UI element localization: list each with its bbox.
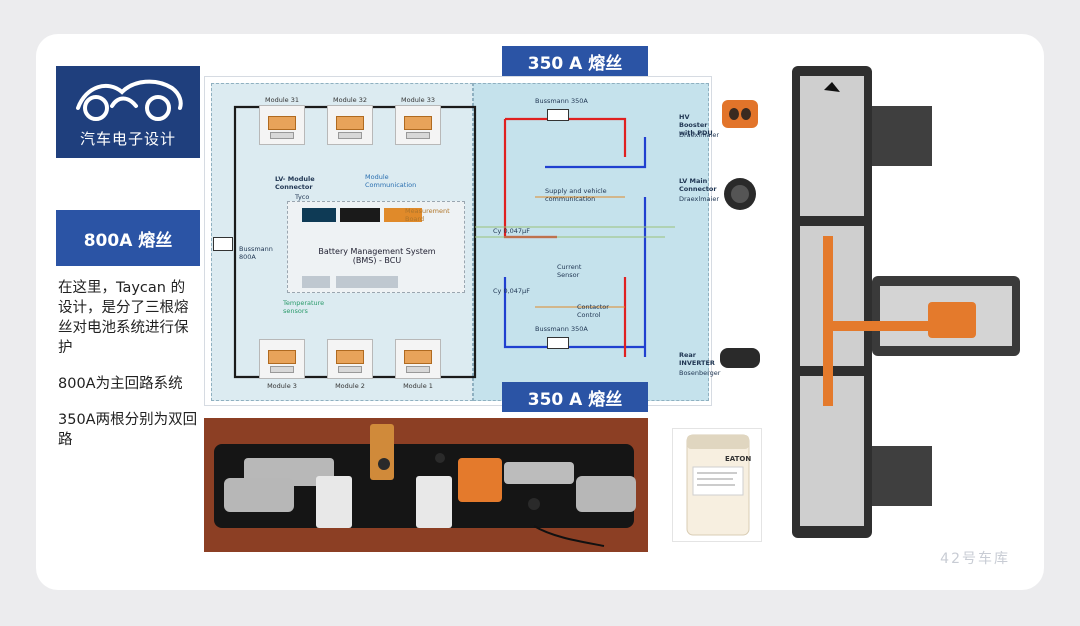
capacitor-2-label: Cy 0,047µF [493,287,530,295]
explanation-paragraph-2: 800A为主回路系统 [58,376,183,392]
fuse-350-bottom-label: 350 A 熔丝 [502,382,648,412]
fuse-350-top-label: 350 A 熔丝 [502,46,648,76]
module-top-3: Module 33 [395,96,441,145]
eaton-fuse-photo: EATON [672,428,762,542]
rear-inverter-sub: Bosenberger [679,369,721,377]
battery-system-diagram: Module 31 Module 32 Module 33 Module 3 M… [204,76,721,406]
lv-main-sub: Draexlmaier [679,195,719,203]
module-top-1: Module 31 [259,96,305,145]
bms-box [287,201,465,293]
bms-title: Battery Management System (BMS) - BCU [318,247,436,265]
busbar-photo [204,418,648,552]
contactor-control-label: Contactor Control [577,303,609,319]
rear-inverter-label: Rear INVERTER [679,351,715,367]
inverter-connector-icon [720,348,760,368]
hv-booster-label: HV Booster with PDU [679,113,713,137]
fuse-brand: EATON [725,455,752,463]
module-top-2: Module 32 [327,96,373,145]
capacitor-1-label: Cy 0,047µF [493,227,530,235]
explanation-paragraph-3: 350A两根分别为双回路 [58,412,198,448]
fuse-800-symbol [213,237,233,251]
module-bottom-2: Module 2 [327,339,373,390]
busmann-bottom-label: Bussmann 350A [535,325,588,333]
fuse-350-bottom-symbol [547,337,569,349]
module-comm-label: Module Communication [365,173,417,189]
fuse-350-top-symbol [547,109,569,121]
supply-comm-label: Supply and vehicle communication [545,187,607,203]
arrow-icon [824,82,840,92]
busmann-top-label: Bussmann 350A [535,97,588,105]
lv-connector-sub: Tyco [295,193,310,201]
busmann-800-label: Bussmann 800A [239,245,273,261]
module-bottom-1: Module 3 [259,339,305,390]
brand-logo: 汽车电子设计 [56,66,200,158]
battery-pack-photo [780,66,1036,538]
module-bottom-3: Module 1 [395,339,441,390]
connector-icons [720,100,760,368]
lv-connector-label: LV- Module Connector [275,175,315,191]
measurement-board-label: Measurement Board [405,207,450,223]
explanation-paragraph-1: 在这里，Taycan 的设计，是分了三根熔丝对电池系统进行保护 [58,280,189,356]
explanation-text: 在这里，Taycan 的设计，是分了三根熔丝对电池系统进行保护 800A为主回路… [58,278,198,466]
fuse-800-label: 800A 熔丝 [56,210,200,266]
lv-main-label: LV Main Connector [679,177,717,193]
hv-booster-sub: Draexlmaier [679,131,719,139]
slide: 汽车电子设计 800A 熔丝 在这里，Taycan 的设计，是分了三根熔丝对电池… [36,34,1044,590]
current-sensor-label: Current Sensor [557,263,582,279]
car-outline-icon [76,79,183,121]
hv-connector-icon [722,100,758,128]
temperature-sensors-label: Temperature sensors [283,299,325,315]
brand-name: 汽车电子设计 [79,130,176,148]
watermark: 42号车库 [940,551,1010,567]
